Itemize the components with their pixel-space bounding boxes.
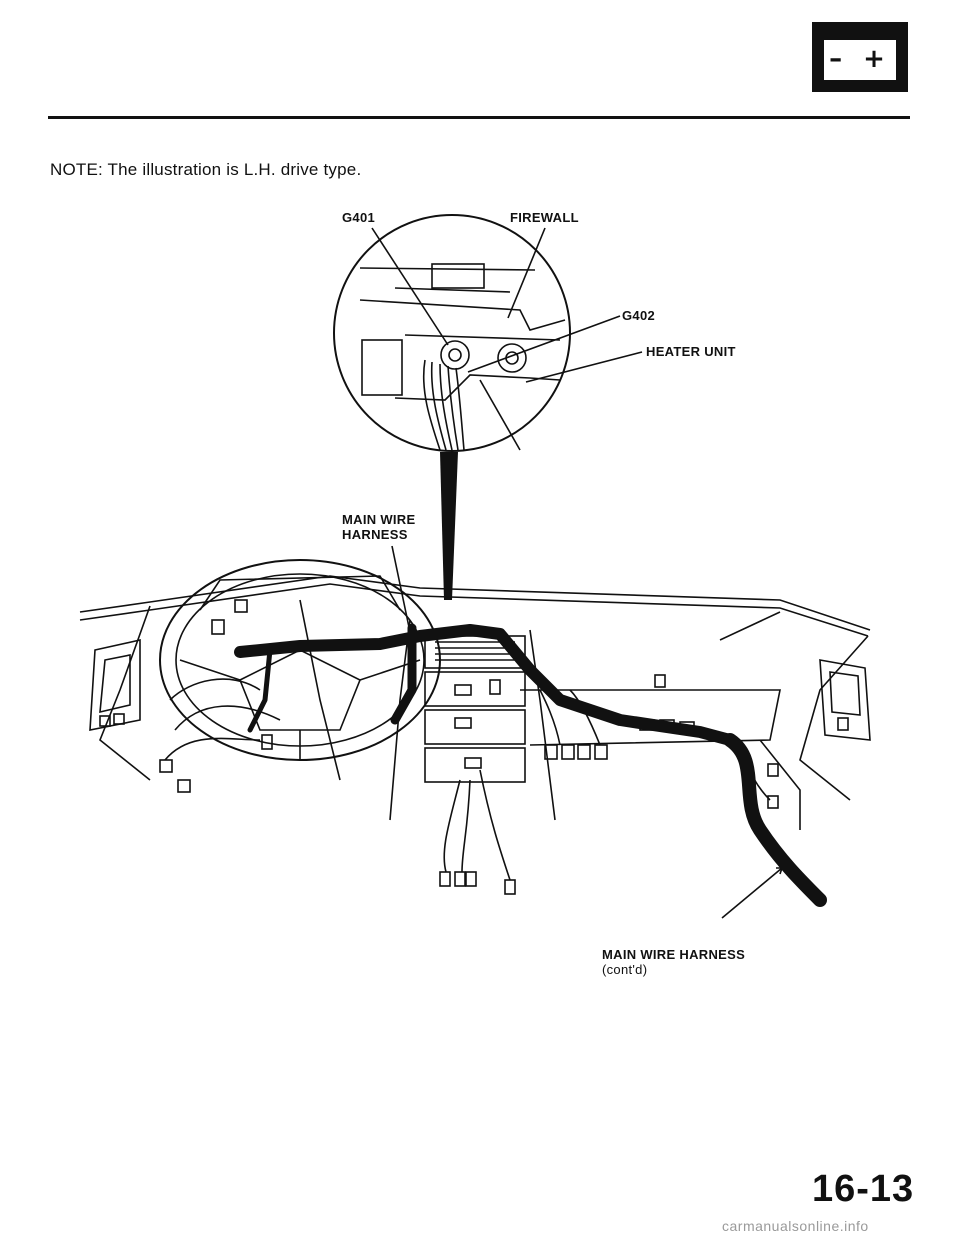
- harness-trunk: [440, 452, 458, 600]
- label-main-wire-harness: MAIN WIRE HARNESS: [342, 512, 416, 542]
- detail-inset-circle: [333, 214, 571, 452]
- lower-panel: [424, 747, 526, 783]
- main-harness-contd-band: [723, 733, 827, 907]
- gauge-hood: [199, 575, 401, 611]
- label-g402: G402: [622, 308, 656, 323]
- note-text: NOTE: The illustration is L.H. drive typ…: [50, 160, 362, 179]
- connector-cluster: [159, 599, 779, 895]
- label-heater-unit: HEATER UNIT: [646, 344, 736, 359]
- watermark: carmanualsonline.info: [722, 1218, 869, 1234]
- radio-unit: [424, 671, 526, 707]
- left-vent: [89, 639, 141, 731]
- heater-control: [424, 709, 526, 745]
- battery-icon: – +: [812, 22, 908, 92]
- label-main-wire-harness-contd-text: MAIN WIRE HARNESS: [602, 947, 746, 962]
- dash-top: [79, 575, 871, 631]
- header-rule: [48, 116, 910, 119]
- page-number: 16-13: [812, 1168, 915, 1210]
- label-main-wire-harness-contd: MAIN WIRE HARNESS (cont'd): [602, 932, 745, 977]
- label-g401: G401: [342, 210, 376, 225]
- label-contd: (cont'd): [602, 962, 648, 977]
- g402-bolt: [497, 343, 527, 373]
- right-vent: [819, 659, 871, 741]
- label-firewall: FIREWALL: [510, 210, 579, 225]
- g401-bolt: [440, 340, 470, 370]
- inset-bracket: [361, 339, 403, 396]
- inset-clip: [431, 263, 485, 289]
- main-harness-band: [234, 624, 736, 746]
